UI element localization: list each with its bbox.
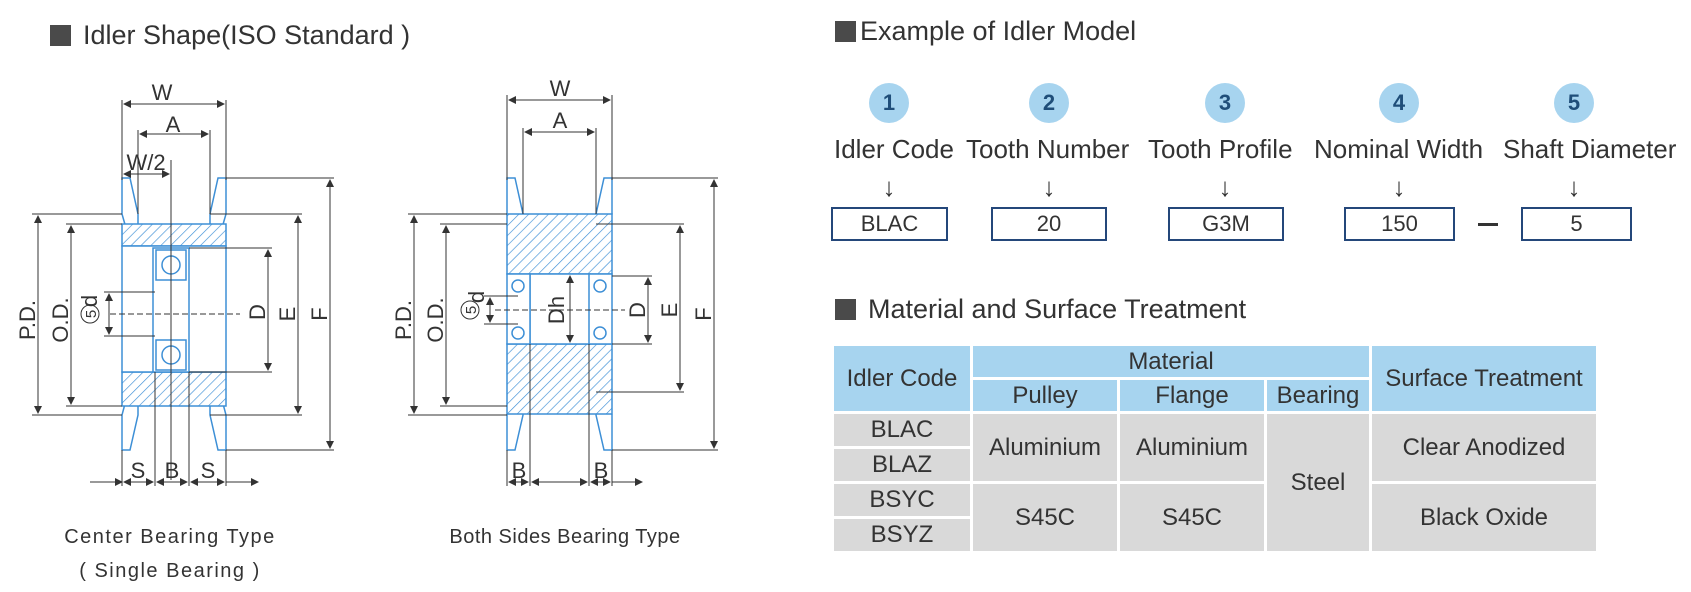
down-arrow-icon: ↓ [1042, 172, 1056, 202]
down-arrow-icon: ↓ [1392, 172, 1406, 202]
value-box-nominal-width: 150 [1344, 207, 1455, 241]
step-number-badge: 5 [1554, 83, 1594, 123]
header-flange: Flange [1117, 377, 1267, 414]
table-cell-bearing: Steel [1264, 411, 1372, 554]
dim-a-label: A [166, 112, 181, 137]
value-box-idler-code: BLAC [831, 207, 948, 241]
dim-b-label: B [165, 458, 180, 483]
table-cell-pulley: S45C [970, 481, 1120, 554]
step-number-badge: 3 [1205, 83, 1245, 123]
dim-f-label: F [307, 307, 332, 320]
dim-e-label: E [275, 307, 300, 322]
table-cell-flange: Aluminium [1117, 411, 1267, 484]
center-bearing-dimensions [32, 100, 334, 486]
dim-d-label: d [77, 295, 102, 307]
dim2-dh-label: Dh [544, 296, 569, 324]
dim2-w-label: W [550, 76, 571, 101]
dim2-od-label: O.D. [423, 297, 448, 342]
step-number-badge: 4 [1379, 83, 1419, 123]
both-sides-dimensions [408, 95, 718, 486]
material-title: Material and Surface Treatment [835, 294, 1246, 325]
step-label-idler-code: Idler Code [834, 134, 954, 164]
dim2-pd-label: P.D. [391, 300, 416, 340]
model-step-2: 2 [974, 83, 1124, 123]
header-idler-code: Idler Code [831, 343, 973, 414]
center-bearing-subcaption: ( Single Bearing ) [79, 560, 261, 582]
dim2-e-label: E [657, 303, 682, 318]
step-label-nominal-width: Nominal Width [1314, 134, 1484, 164]
table-cell-flange: S45C [1117, 481, 1267, 554]
dim2-f-label: F [691, 307, 716, 320]
step-label-tooth-number: Tooth Number [966, 134, 1130, 164]
step-label-shaft-diameter: Shaft Diameter [1503, 134, 1677, 164]
square-bullet-icon [835, 21, 856, 42]
dim-od-label: O.D. [48, 297, 73, 342]
dim-d-circled-number: 5 [83, 310, 100, 318]
step-number-badge: 1 [869, 83, 909, 123]
separator-dash [1478, 223, 1498, 226]
square-bullet-icon [50, 25, 71, 46]
table-cell-code: BSYC [831, 481, 973, 519]
both-sides-bearing-caption: Both Sides Bearing Type [449, 526, 681, 548]
material-table: Idler Code Material Surface Treatment Pu… [831, 343, 1599, 554]
dim-pd-label: P.D. [15, 300, 40, 340]
dim-w-label: W [152, 80, 173, 105]
idler-shape-title: Idler Shape(ISO Standard ) [50, 20, 410, 51]
dim2-a-label: A [553, 108, 568, 133]
model-step-5: 5 [1499, 83, 1649, 123]
down-arrow-icon: ↓ [882, 172, 896, 202]
step-number-badge: 2 [1029, 83, 1069, 123]
table-cell-pulley: Aluminium [970, 411, 1120, 484]
idler-shape-diagrams: W A W/2 P.D. O.D. d 5 D E F S B S [15, 76, 718, 486]
down-arrow-icon: ↓ [1218, 172, 1232, 202]
table-cell-surface: Clear Anodized [1369, 411, 1599, 484]
value-box-tooth-number: 20 [991, 207, 1107, 241]
dim-w2-label: W/2 [126, 150, 165, 175]
header-pulley: Pulley [970, 377, 1120, 414]
table-cell-code: BLAC [831, 411, 973, 449]
value-box-shaft-diameter: 5 [1521, 207, 1632, 241]
header-surface-treatment: Surface Treatment [1369, 343, 1599, 414]
center-bearing-caption: Center Bearing Type [64, 526, 276, 548]
header-bearing: Bearing [1264, 377, 1372, 414]
dim2-bore-d-label: D [625, 302, 650, 318]
model-step-3: 3 [1150, 83, 1300, 123]
down-arrow-icon: ↓ [1567, 172, 1581, 202]
table-cell-code: BSYZ [831, 516, 973, 554]
dim2-b-left-label: B [512, 458, 527, 483]
header-material: Material [970, 343, 1372, 380]
dim-bore-d-label: D [245, 304, 270, 320]
square-bullet-icon [835, 299, 856, 320]
model-step-4: 4 [1324, 83, 1474, 123]
table-cell-surface: Black Oxide [1369, 481, 1599, 554]
model-step-1: 1 [814, 83, 964, 123]
dim-s-left-label: S [131, 458, 146, 483]
dim2-d-label: d [464, 291, 489, 303]
table-cell-code: BLAZ [831, 446, 973, 484]
idler-model-title: Example of Idler Model [835, 16, 1136, 47]
value-box-tooth-profile: G3M [1168, 207, 1284, 241]
step-label-tooth-profile: Tooth Profile [1148, 134, 1293, 164]
dim2-d-circled-number: 5 [463, 306, 480, 314]
dim2-b-right-label: B [594, 458, 609, 483]
dim-s-right-label: S [201, 458, 216, 483]
